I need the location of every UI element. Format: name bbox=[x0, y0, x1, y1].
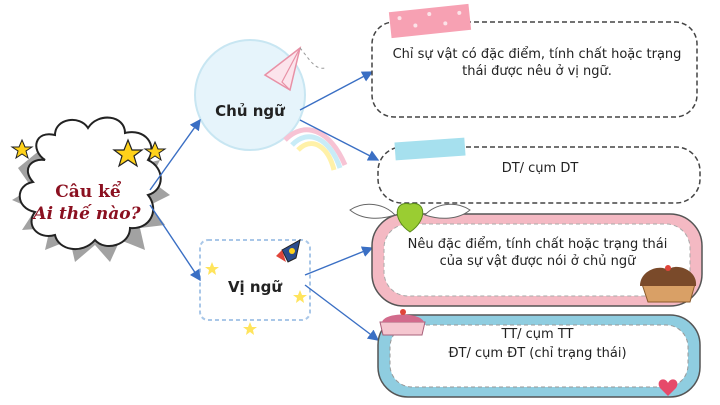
arrow-subject-to-definition bbox=[299, 71, 374, 111]
arrow-predicate-to-type bbox=[304, 284, 380, 341]
predicate-type-line1: TT/ cụm TT bbox=[501, 327, 574, 342]
subject-type-box bbox=[377, 137, 701, 204]
predicate-definition-text: Nêu đặc điểm, tính chất hoặc trạng thái … bbox=[407, 237, 668, 269]
winged-heart-icon bbox=[349, 203, 471, 233]
star-icon bbox=[10, 138, 34, 160]
predicate-definition-box bbox=[349, 203, 703, 307]
subject-definition-box bbox=[371, 3, 698, 118]
root-label-line2: Ai thế nào? bbox=[33, 204, 141, 224]
root-label-line1: Câu kể bbox=[55, 182, 121, 202]
cupcake-icon bbox=[640, 265, 697, 303]
arrow-root-to-predicate bbox=[149, 204, 201, 282]
rocket-icon bbox=[276, 239, 301, 263]
arrow-subject-to-type bbox=[299, 119, 380, 161]
subject-type-text: DT/ cụm DT bbox=[501, 161, 579, 176]
arrow-predicate-to-definition bbox=[304, 246, 374, 276]
star-icon bbox=[112, 138, 144, 168]
predicate-decoration bbox=[199, 239, 311, 335]
paper-plane-icon bbox=[263, 46, 302, 92]
subject-label: Chủ ngữ bbox=[215, 102, 285, 120]
star-icon bbox=[143, 140, 167, 162]
heart-icon bbox=[658, 379, 678, 396]
subject-decoration bbox=[194, 39, 348, 171]
predicate-type-line2: ĐT/ cụm ĐT (chỉ trạng thái) bbox=[448, 346, 627, 361]
arrow-root-to-subject bbox=[149, 118, 201, 191]
predicate-type-box bbox=[377, 309, 701, 398]
subject-definition-text: Chỉ sự vật có đặc điểm, tính chất hoặc t… bbox=[392, 47, 682, 79]
root-cloud bbox=[10, 116, 170, 262]
cake-icon bbox=[379, 309, 426, 336]
predicate-label: Vị ngữ bbox=[227, 278, 283, 296]
